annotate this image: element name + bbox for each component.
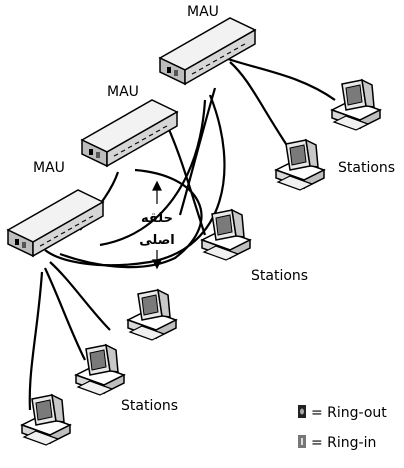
mau-hub-left — [7, 189, 104, 257]
stations-label-bottom: Stations — [121, 398, 178, 414]
station-bottom-1 — [127, 289, 177, 341]
ring-label-2: اصلی — [139, 233, 174, 248]
legend-ring-out: = Ring-out — [311, 405, 387, 421]
ring-arrow — [152, 180, 162, 270]
mau-label-left: MAU — [33, 160, 65, 176]
legend-ring-in: = Ring-in — [311, 435, 376, 451]
station-top-mid — [275, 139, 325, 191]
station-center — [201, 209, 251, 261]
ring-label-1: حلقه — [141, 211, 173, 226]
mau-label-top: MAU — [187, 4, 219, 20]
station-bottom-2 — [75, 344, 125, 396]
cables — [28, 56, 336, 411]
mau-hub-middle — [81, 99, 178, 167]
stations-label-center: Stations — [251, 268, 308, 284]
stations-label-right: Stations — [338, 160, 395, 176]
station-top-right — [331, 79, 381, 131]
mau-label-middle: MAU — [107, 84, 139, 100]
main-ring — [44, 94, 226, 269]
